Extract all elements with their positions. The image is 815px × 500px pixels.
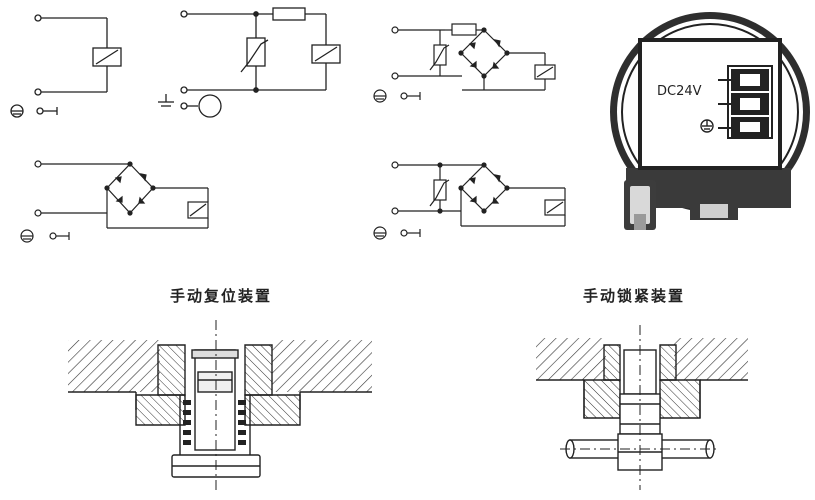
fuse-symbol	[451, 23, 477, 36]
junction-box-housing: DC24V	[610, 12, 810, 230]
title-manual-reset: 手动复位装置	[170, 287, 272, 305]
circuit-bridge-coil	[20, 160, 209, 243]
coil-symbol	[544, 199, 566, 216]
coil-symbol	[187, 201, 209, 219]
circuit-fuse-varistor-coil	[158, 7, 341, 118]
circuit-simple-coil	[10, 14, 122, 118]
ground-terminal-icon	[373, 89, 421, 103]
terminal-block	[718, 65, 773, 139]
circuit-varistor-bridge-coil	[373, 161, 566, 240]
voltage-label: DC24V	[657, 84, 702, 99]
manual-lock-section	[536, 325, 748, 490]
bridge-rectifier	[106, 163, 154, 214]
circuit-bridge-fuse-varistor	[373, 23, 556, 103]
bridge-rectifier	[460, 164, 508, 212]
bridge-rectifier	[460, 29, 508, 77]
spring-coils	[183, 400, 246, 445]
ground-symbol-icon	[700, 119, 714, 133]
title-manual-lock: 手动锁紧装置	[583, 287, 685, 305]
ground-symbol-icon	[158, 94, 222, 118]
ground-terminal-icon	[10, 104, 58, 118]
ground-terminal-icon	[20, 229, 70, 243]
manual-reset-section	[68, 320, 372, 490]
ground-terminal-icon	[373, 226, 421, 240]
fuse-symbol	[272, 7, 306, 21]
